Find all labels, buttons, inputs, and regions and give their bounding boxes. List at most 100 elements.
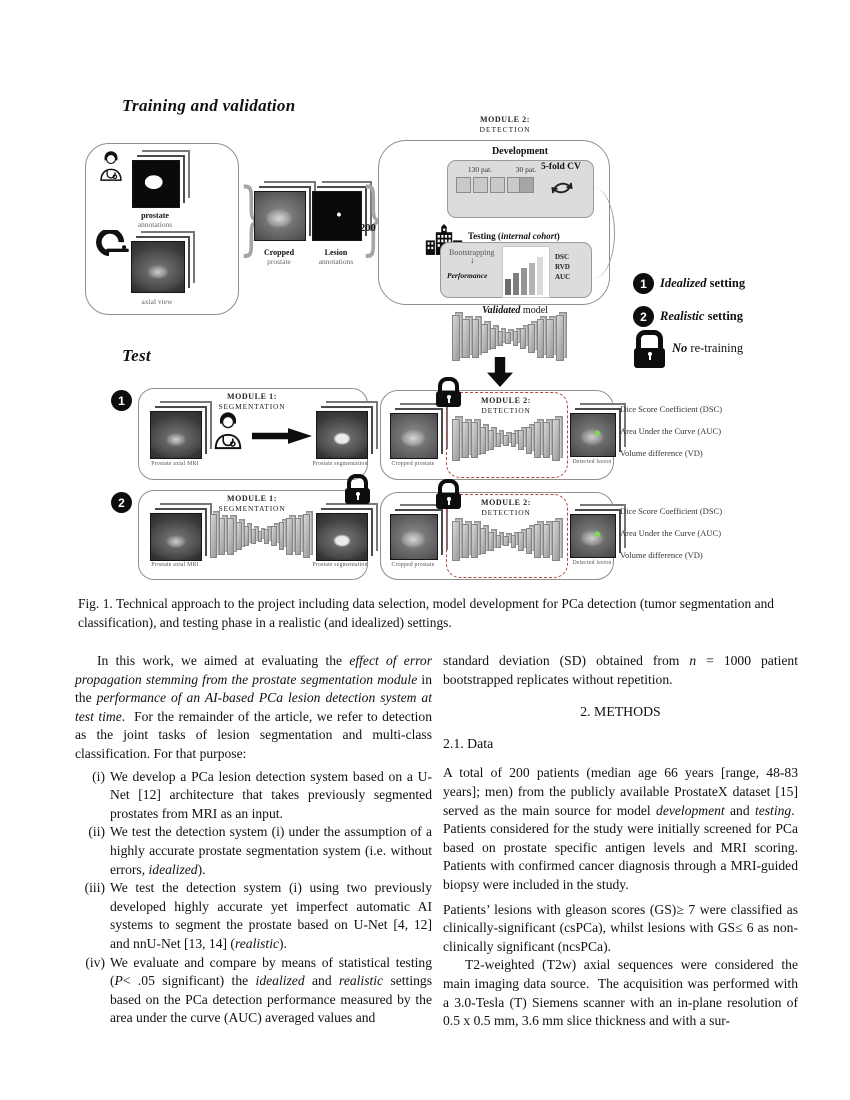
module2-header-row2-l2: DETECTION xyxy=(481,508,531,517)
metric-vd-row1: Volume difference (VD) xyxy=(620,448,703,458)
metrics-row2: Dice Score Coefficient (DSC) Area Under … xyxy=(620,500,722,566)
dev-130pat-label: 130 pat. xyxy=(467,165,493,174)
module2-header-row1-l1: MODULE 2: xyxy=(480,396,532,405)
detected-lesion-label-row1: Detected lesion xyxy=(572,459,612,465)
down-small-arrow-icon: ↓ xyxy=(470,255,475,265)
prostate-axial-label-row2: Prostate axial MRI xyxy=(151,562,199,568)
cropped-stack-row2 xyxy=(390,514,438,560)
list-item-iii-num: (iii) xyxy=(84,880,105,896)
axial-view-label: axial view xyxy=(141,297,173,306)
metric-auc-row2: Area Under the Curve (AUC) xyxy=(620,528,722,538)
cropped-label: Cropped xyxy=(263,248,295,257)
prostate-axial-label-row1: Prostate axial MRI xyxy=(151,461,199,467)
list-item-iv-num: (iv) xyxy=(85,954,105,970)
prostate-axial-stack-row2 xyxy=(150,513,202,561)
bootstrapping-label: Bootstrapping xyxy=(449,248,495,257)
right-column: standard deviation (SD) obtained from n … xyxy=(443,652,798,1031)
prostate-annotations-sublabel: annotations xyxy=(137,220,173,229)
red-dashed-box-row1 xyxy=(446,392,568,478)
lock-icon-module1-row2 xyxy=(345,474,370,504)
legend-idealized-label: Idealized setting xyxy=(660,276,746,290)
detected-lesion-stack-row2 xyxy=(570,514,616,558)
unet-row1 xyxy=(452,419,560,461)
metric-rvd: RVD xyxy=(555,263,570,271)
down-arrow-icon xyxy=(487,357,513,387)
module1-header-row2-l2: SEGMENTATION xyxy=(218,504,286,513)
prostate-annotations-label: prostate xyxy=(141,211,169,220)
metric-vd-row2: Volume difference (VD) xyxy=(620,550,703,560)
module2-header-row1-l2: DETECTION xyxy=(481,406,531,415)
lock-icon-row2 xyxy=(436,479,461,509)
cv-label: 5-fold CV xyxy=(541,162,581,172)
figure-test-title: Test xyxy=(122,346,151,365)
list-item-iv-text: We evaluate and compare by means of stat… xyxy=(110,954,432,1026)
prostate-axial-stack-row1 xyxy=(150,411,202,459)
legend-no-retraining-label: No re-training xyxy=(672,341,744,355)
metric-auc-row1: Area Under the Curve (AUC) xyxy=(620,426,722,436)
cropped-stack-row1 xyxy=(390,413,438,459)
list-item-i: (i) We develop a PCa lesion detection sy… xyxy=(75,768,432,824)
right-para-3: Patients’ lesions with gleason scores (G… xyxy=(443,901,798,954)
dev-30pat-label: 30 pat. xyxy=(515,165,537,174)
lesion-label: Lesion xyxy=(324,248,348,257)
list-item-i-num: (i) xyxy=(92,768,105,784)
metrics-row1: Dice Score Coefficient (DSC) Area Under … xyxy=(620,398,722,464)
test-badge-2: 2 xyxy=(111,492,132,513)
validated-model-label: Validated model xyxy=(482,305,548,316)
module2-top-header-l2: DETECTION xyxy=(479,125,531,134)
detected-lesion-label-row2: Detected lesion xyxy=(572,560,612,566)
cropped-prostate-stack xyxy=(254,191,306,241)
unet-row2 xyxy=(452,521,560,561)
legend-lock-icon xyxy=(634,330,665,368)
prostate-seg-stack-row2 xyxy=(316,513,368,561)
dev-folds-squares xyxy=(456,177,522,193)
lock-icon-row1 xyxy=(436,377,461,407)
list-item-ii: (ii) We test the detection system (i) un… xyxy=(75,823,432,879)
performance-bar-chart xyxy=(502,246,550,298)
list-item-ii-text: We test the detection system (i) under t… xyxy=(110,824,432,877)
detected-lesion-stack-row1 xyxy=(570,413,616,457)
red-dashed-box-row2 xyxy=(446,494,568,578)
prostate-annotations-stack xyxy=(132,160,180,208)
module1-header-row1-l2: SEGMENTATION xyxy=(218,402,286,411)
unet-module1-row2 xyxy=(210,514,310,558)
metric-dsc-row2: Dice Score Coefficient (DSC) xyxy=(620,506,723,516)
dev-holdout-square xyxy=(519,177,534,193)
list-item-iii: (iii) We test the detection system (i) u… xyxy=(75,879,432,953)
module2-top-header-l1: MODULE 2: xyxy=(479,115,531,124)
right-para-4: T2-weighted (T2w) axial sequences were c… xyxy=(443,957,798,1029)
left-para-1: In this work, we aimed at evaluating the… xyxy=(75,653,433,761)
doctor-icon-row1 xyxy=(214,412,242,450)
axial-view-stack xyxy=(131,241,185,293)
metric-dsc-row1: Dice Score Coefficient (DSC) xyxy=(620,404,723,414)
list-item-i-text: We develop a PCa lesion detection system… xyxy=(110,768,432,821)
figure-training-title: Training and validation xyxy=(122,96,296,115)
subsection-heading-data: 2.1. Data xyxy=(443,735,494,751)
list-item-iii-text: We test the detection system (i) using t… xyxy=(110,880,432,951)
section-heading-methods: 2. METHODS xyxy=(580,704,661,720)
module1-header-row1-l1: MODULE 1: xyxy=(226,392,278,401)
right-para-2: A total of 200 patients (median age 66 y… xyxy=(443,765,798,892)
legend-badge-2: 2 xyxy=(633,306,654,327)
development-title: Development xyxy=(491,146,549,157)
mri-scanner-icon xyxy=(96,230,129,257)
cv-loop-connector xyxy=(592,187,615,279)
performance-label: Performance xyxy=(447,271,488,280)
contribution-list: (i) We develop a PCa lesion detection sy… xyxy=(75,768,432,1028)
metric-auc: AUC xyxy=(555,273,571,281)
list-item-iv: (iv) We evaluate and compare by means of… xyxy=(75,954,432,1028)
lesion-sublabel: annotations xyxy=(318,257,354,266)
cropped-label-row2: Cropped prostate xyxy=(391,562,435,568)
cropped-sublabel: prostate xyxy=(267,257,291,266)
testing-title: Testing (internal cohort) xyxy=(468,231,560,241)
prostate-seg-label-row1: Prostate segmentation xyxy=(312,461,368,467)
module1-header-row2-l1: MODULE 1: xyxy=(226,494,278,503)
list-item-ii-num: (ii) xyxy=(88,824,105,840)
legend-badge-1: 1 xyxy=(633,273,654,294)
module2-header-row2-l1: MODULE 2: xyxy=(480,498,532,507)
doctor-icon xyxy=(100,151,122,181)
cropped-label-row1: Cropped prostate xyxy=(391,461,435,467)
test-badge-1: 1 xyxy=(111,390,132,411)
prostate-seg-label-row2: Prostate segmentation xyxy=(312,562,368,568)
figure-caption: Fig. 1. Technical approach to the projec… xyxy=(78,596,774,630)
